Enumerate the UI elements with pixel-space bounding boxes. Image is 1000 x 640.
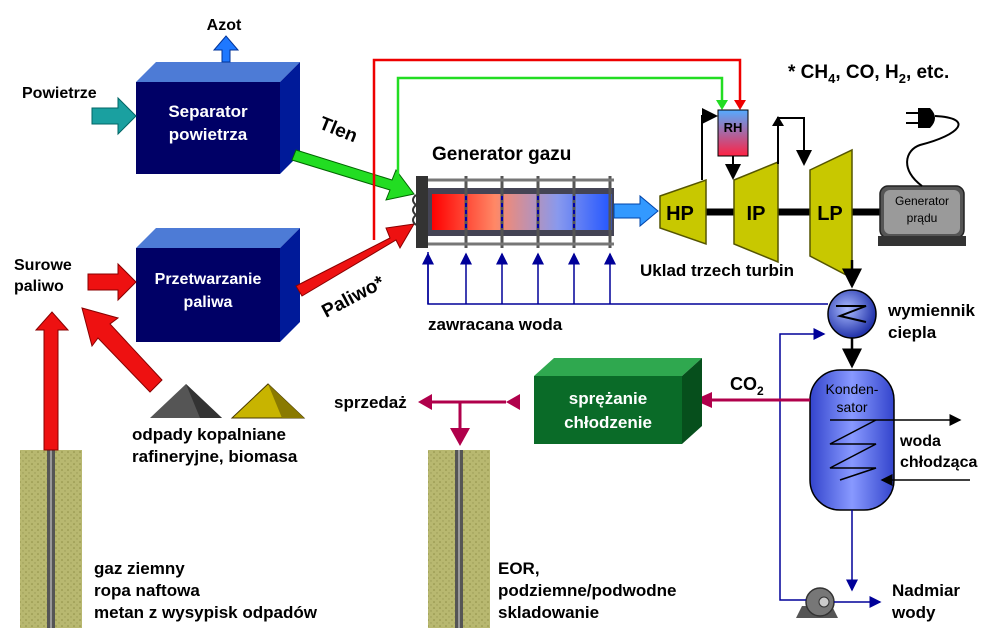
co2-out-arrow (506, 394, 534, 410)
fuel-arrow (295, 223, 415, 297)
generator-label-2: prądu (907, 211, 938, 225)
hp-label: HP (666, 203, 694, 225)
air-arrow (91, 96, 137, 136)
raw-fuel-label-2: paliwo (14, 278, 64, 295)
compression-label-1: sprężanie (569, 389, 647, 408)
hp-turbine: HP (659, 178, 707, 246)
pump-return-line (779, 328, 826, 601)
oxygen-label: Tlen (316, 113, 360, 147)
sale-label: sprzedaż (334, 393, 407, 412)
co2-main: CO (730, 374, 757, 394)
source-caption-1: gaz ziemny (94, 559, 185, 578)
ip-turbine: IP (733, 160, 779, 264)
generator-label-1: Generator (895, 194, 949, 208)
heat-exchanger (827, 289, 877, 339)
well-to-fuel-arrow (34, 311, 70, 451)
footnote-mid: , CO, H (835, 62, 898, 83)
condenser-label-1: Konden- (826, 381, 879, 397)
return-water-branches (422, 252, 616, 304)
footnote-prefix: * CH (788, 62, 828, 83)
storage-caption-1: EOR, (498, 559, 540, 578)
separator-label-1: Separator (168, 102, 248, 121)
rh-label: RH (724, 120, 743, 135)
storage-well (428, 450, 490, 628)
fuel-line-to-rh (372, 58, 742, 240)
ip-to-lp-line (777, 117, 812, 166)
azot-label: Azot (207, 17, 242, 34)
separator-label-2: powietrza (169, 125, 248, 144)
nitrogen-arrow (212, 35, 240, 63)
cooling-label-2: chłodząca (900, 454, 977, 471)
reheater: RH (717, 109, 749, 157)
storage-caption-2: podziemne/podwodne (498, 581, 677, 600)
processing-label-1: Przetwarzanie (155, 271, 262, 288)
footnote-sub2: 2 (899, 71, 906, 86)
condenser: Konden- sator (809, 369, 895, 511)
cooling-label-1: woda (899, 433, 941, 450)
compression-label-2: chłodzenie (564, 413, 652, 432)
source-well (20, 450, 82, 628)
co2-label: CO2 (730, 374, 764, 398)
lp-label: LP (817, 203, 843, 225)
plug-icon (906, 108, 960, 187)
co2-sub: 2 (757, 384, 764, 398)
compression-box: sprężanie chłodzenie (534, 358, 702, 444)
waste-label-2: rafineryjne, biomasa (132, 447, 298, 466)
gas-generator (412, 176, 614, 248)
raw-fuel-arrow (87, 262, 137, 302)
footnote-suffix: , etc. (906, 62, 949, 83)
air-separator-box: Separator powietrza (136, 62, 300, 174)
turbine-set-label: Uklad trzech turbin (640, 261, 794, 280)
source-caption-3: metan z wysypisk odpadów (94, 603, 318, 622)
hx-label-1: wymiennik (887, 301, 975, 320)
oxygen-arrow (291, 149, 415, 201)
fuel-processing-box: Przetwarzanie paliwa (136, 228, 300, 342)
oxygen-line-to-rh (396, 76, 724, 176)
gas-to-hp-arrow (613, 194, 659, 228)
source-caption-2: ropa naftowa (94, 581, 200, 600)
footnote-sub4: 4 (828, 71, 836, 86)
waste-heap-yellow (230, 383, 306, 419)
waste-heap-dark (150, 384, 222, 418)
return-water-label: zawracana woda (428, 315, 563, 334)
processing-label-2: paliwa (184, 294, 233, 311)
electric-generator: Generator prądu (878, 185, 966, 246)
waste-to-fuel-arrow (81, 307, 163, 393)
hp-to-rh-line (701, 108, 718, 180)
excess-label-1: Nadmiar (892, 581, 960, 600)
waste-label-1: odpady kopalniane (132, 425, 286, 444)
storage-caption-3: skladowanie (498, 603, 599, 622)
lp-turbine: LP (809, 148, 853, 280)
excess-label-2: wody (891, 603, 936, 622)
ip-label: IP (747, 203, 766, 225)
hx-label-2: ciepla (888, 323, 937, 342)
water-pump (796, 587, 838, 618)
gas-generator-label: Generator gazu (432, 144, 571, 165)
air-label: Powietrze (22, 85, 97, 102)
condenser-label-2: sator (836, 399, 867, 415)
footnote: * CH4, CO, H2, etc. (788, 62, 949, 86)
raw-fuel-label-1: Surowe (14, 257, 72, 274)
